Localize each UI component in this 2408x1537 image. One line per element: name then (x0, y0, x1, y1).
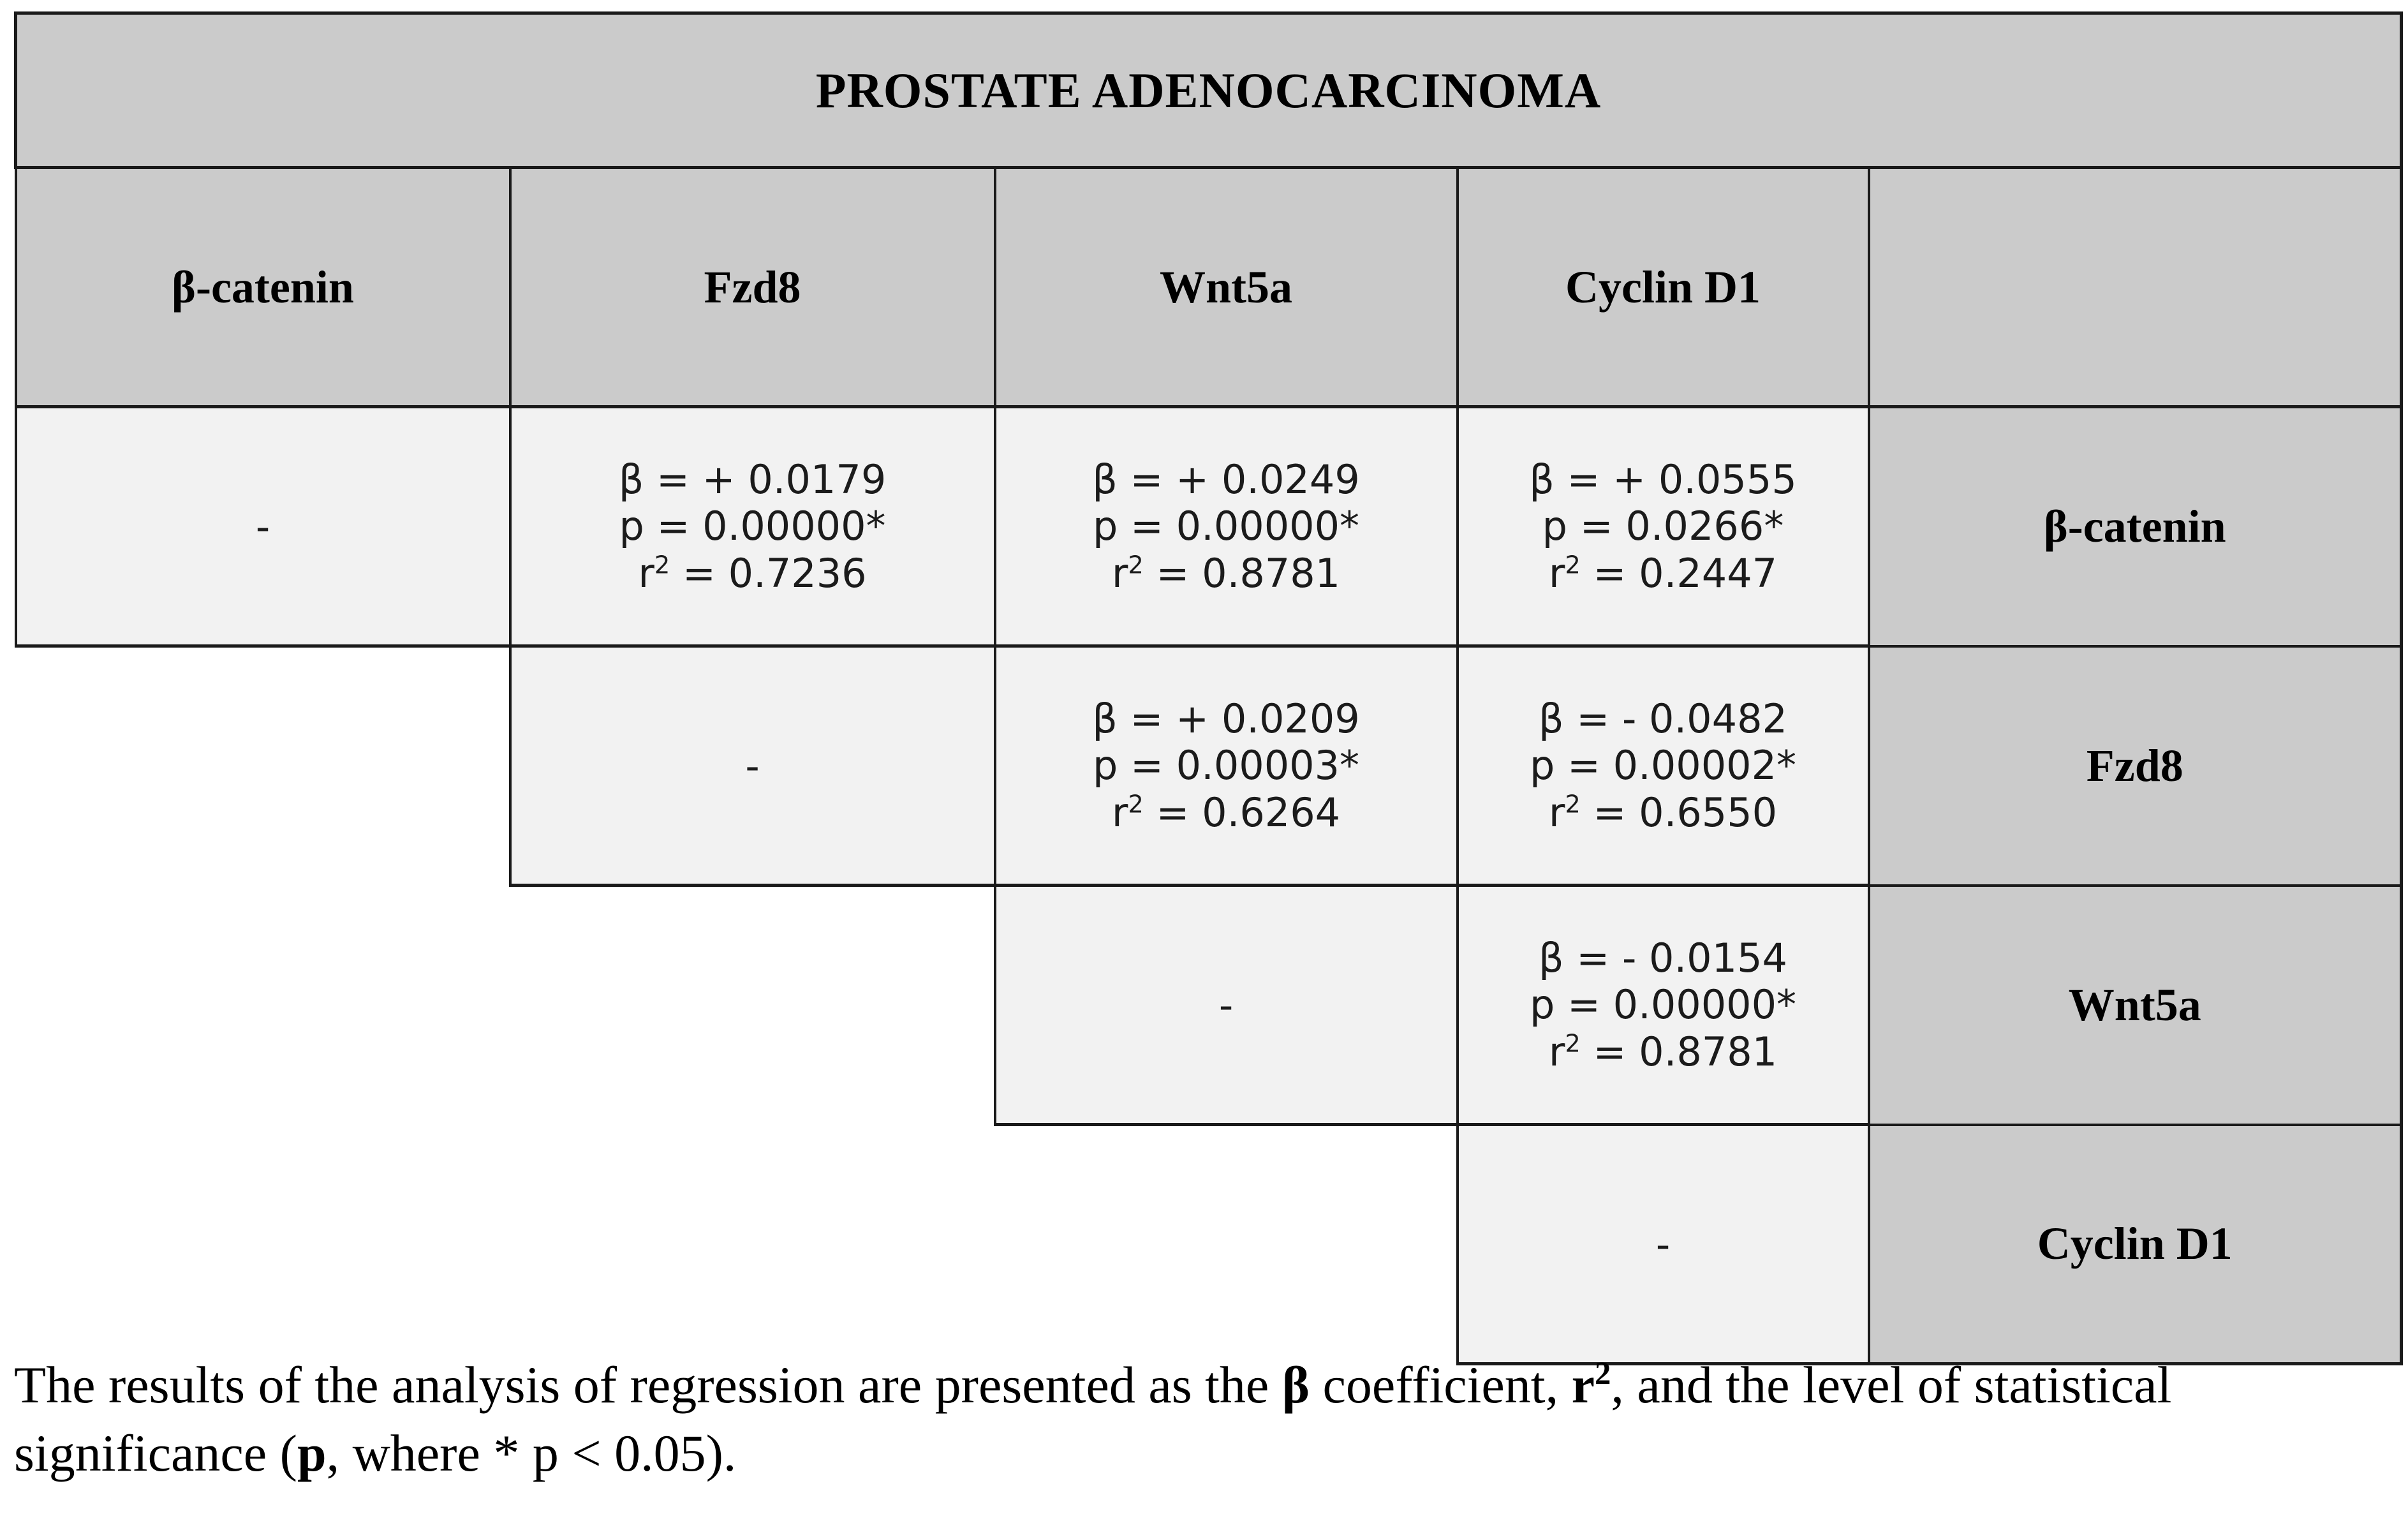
row-label-beta-catenin: β-catenin (1867, 406, 2404, 648)
r2-value: = 0.7236 (670, 549, 867, 597)
row-label-cyclin-d1: Cyclin D1 (1867, 1124, 2404, 1365)
caption-segment-4: , where * p < 0.05). (326, 1423, 737, 1482)
cell-empty-spacer (16, 646, 510, 886)
stat-p: p = 0.00000* (619, 503, 886, 550)
table-row: - β = - 0.0154 p = 0.00000* r2 = 0.8781 … (16, 885, 2404, 1126)
caption-segment-1: The results of the analysis of regressio… (14, 1356, 1282, 1414)
regression-table-container: PROSTATE ADENOCARCINOMA β-catenin Fzd8 W… (13, 11, 2404, 1365)
column-header-rowlabel-corner (1867, 166, 2404, 408)
r2-value: = 0.6550 (1580, 789, 1778, 836)
r2-value: = 0.6264 (1143, 789, 1341, 836)
table-row: - β = + 0.0209 p = 0.00003* r2 = 0.6264 … (16, 646, 2404, 887)
caption-r-exponent: 2 (1595, 1355, 1611, 1392)
cell-fzd8-x-wnt5a: β = + 0.0209 p = 0.00003* r2 = 0.6264 (993, 646, 1459, 887)
row-label-fzd8: Fzd8 (1867, 646, 2404, 887)
r2-letter: r (638, 549, 654, 597)
table-row: - β = + 0.0179 p = 0.00000* r2 = 0.7236 … (14, 406, 2404, 648)
stat-r2: r2 = 0.6550 (1459, 789, 1868, 836)
r2-letter: r (1548, 789, 1565, 836)
stat-r2: r2 = 0.8781 (996, 550, 1456, 597)
table-caption: The results of the analysis of regressio… (14, 1351, 2387, 1487)
caption-segment-3: , and the level of statistical significa… (14, 1356, 2172, 1482)
cell-empty-spacer (510, 1125, 995, 1364)
r2-value: = 0.2447 (1580, 549, 1778, 597)
stat-beta: β = - 0.0482 (1539, 695, 1787, 743)
cell-empty-spacer (16, 886, 510, 1125)
stat-p: p = 0.00003* (1092, 742, 1360, 789)
r2-exponent: 2 (1128, 789, 1144, 819)
r2-exponent: 2 (1128, 550, 1144, 579)
cell-fzd8-x-fzd8: - (508, 646, 996, 887)
stat-p: p = 0.0266* (1542, 503, 1784, 550)
caption-r-letter: r (1571, 1356, 1595, 1414)
stat-p: p = 0.00000* (1529, 981, 1797, 1028)
r2-value: = 0.8781 (1143, 549, 1341, 597)
table-title-row: PROSTATE ADENOCARCINOMA (13, 11, 2404, 169)
r2-letter: r (1111, 549, 1128, 597)
column-header-fzd8: Fzd8 (508, 166, 996, 408)
column-header-wnt5a: Wnt5a (993, 166, 1459, 408)
cell-beta-catenin-x-wnt5a: β = + 0.0249 p = 0.00000* r2 = 0.8781 (993, 406, 1459, 648)
column-header-beta-catenin: β-catenin (14, 166, 512, 408)
table-title: PROSTATE ADENOCARCINOMA (13, 11, 2404, 169)
cell-empty-spacer (510, 886, 995, 1125)
table-row: - Cyclin D1 (16, 1124, 2404, 1365)
r2-exponent: 2 (1565, 1028, 1581, 1058)
stat-r2: r2 = 0.7236 (512, 550, 994, 597)
cell-beta-catenin-x-beta-catenin: - (14, 406, 512, 648)
cell-beta-catenin-x-cyclin-d1: β = + 0.0555 p = 0.0266* r2 = 0.2447 (1456, 406, 1870, 648)
stat-r2: r2 = 0.2447 (1459, 550, 1868, 597)
stat-beta: β = + 0.0179 (618, 456, 887, 503)
stat-beta: β = + 0.0555 (1529, 456, 1797, 503)
row-label-wnt5a: Wnt5a (1867, 885, 2404, 1126)
r2-exponent: 2 (1565, 789, 1581, 819)
caption-p-symbol: p (297, 1423, 327, 1482)
stat-r2: r2 = 0.6264 (996, 789, 1456, 836)
stat-r2: r2 = 0.8781 (1459, 1028, 1868, 1075)
cell-empty-spacer (995, 1125, 1458, 1364)
r2-value: = 0.8781 (1580, 1028, 1778, 1075)
stat-p: p = 0.00002* (1529, 742, 1797, 789)
r2-letter: r (1111, 789, 1128, 836)
stat-beta: β = + 0.0249 (1092, 456, 1360, 503)
cell-wnt5a-x-wnt5a: - (993, 885, 1459, 1126)
caption-segment-2: coefficient, (1310, 1356, 1572, 1414)
regression-table: PROSTATE ADENOCARCINOMA β-catenin Fzd8 W… (13, 11, 2404, 1365)
caption-beta-symbol: β (1282, 1356, 1310, 1414)
caption-r-symbol: r2 (1572, 1356, 1611, 1414)
r2-exponent: 2 (1565, 550, 1581, 579)
stat-p: p = 0.00000* (1092, 503, 1360, 550)
stat-beta: β = - 0.0154 (1539, 935, 1787, 982)
stat-beta: β = + 0.0209 (1092, 695, 1360, 743)
cell-beta-catenin-x-fzd8: β = + 0.0179 p = 0.00000* r2 = 0.7236 (508, 406, 996, 648)
cell-wnt5a-x-cyclin-d1: β = - 0.0154 p = 0.00000* r2 = 0.8781 (1456, 885, 1870, 1126)
cell-cyclin-d1-x-cyclin-d1: - (1456, 1124, 1870, 1365)
r2-letter: r (1548, 549, 1565, 597)
r2-exponent: 2 (654, 550, 670, 579)
cell-fzd8-x-cyclin-d1: β = - 0.0482 p = 0.00002* r2 = 0.6550 (1456, 646, 1870, 887)
cell-empty-spacer (16, 1125, 510, 1364)
column-header-cyclin-d1: Cyclin D1 (1456, 166, 1870, 408)
r2-letter: r (1548, 1028, 1565, 1075)
table-header-row: β-catenin Fzd8 Wnt5a Cyclin D1 (14, 166, 2404, 408)
